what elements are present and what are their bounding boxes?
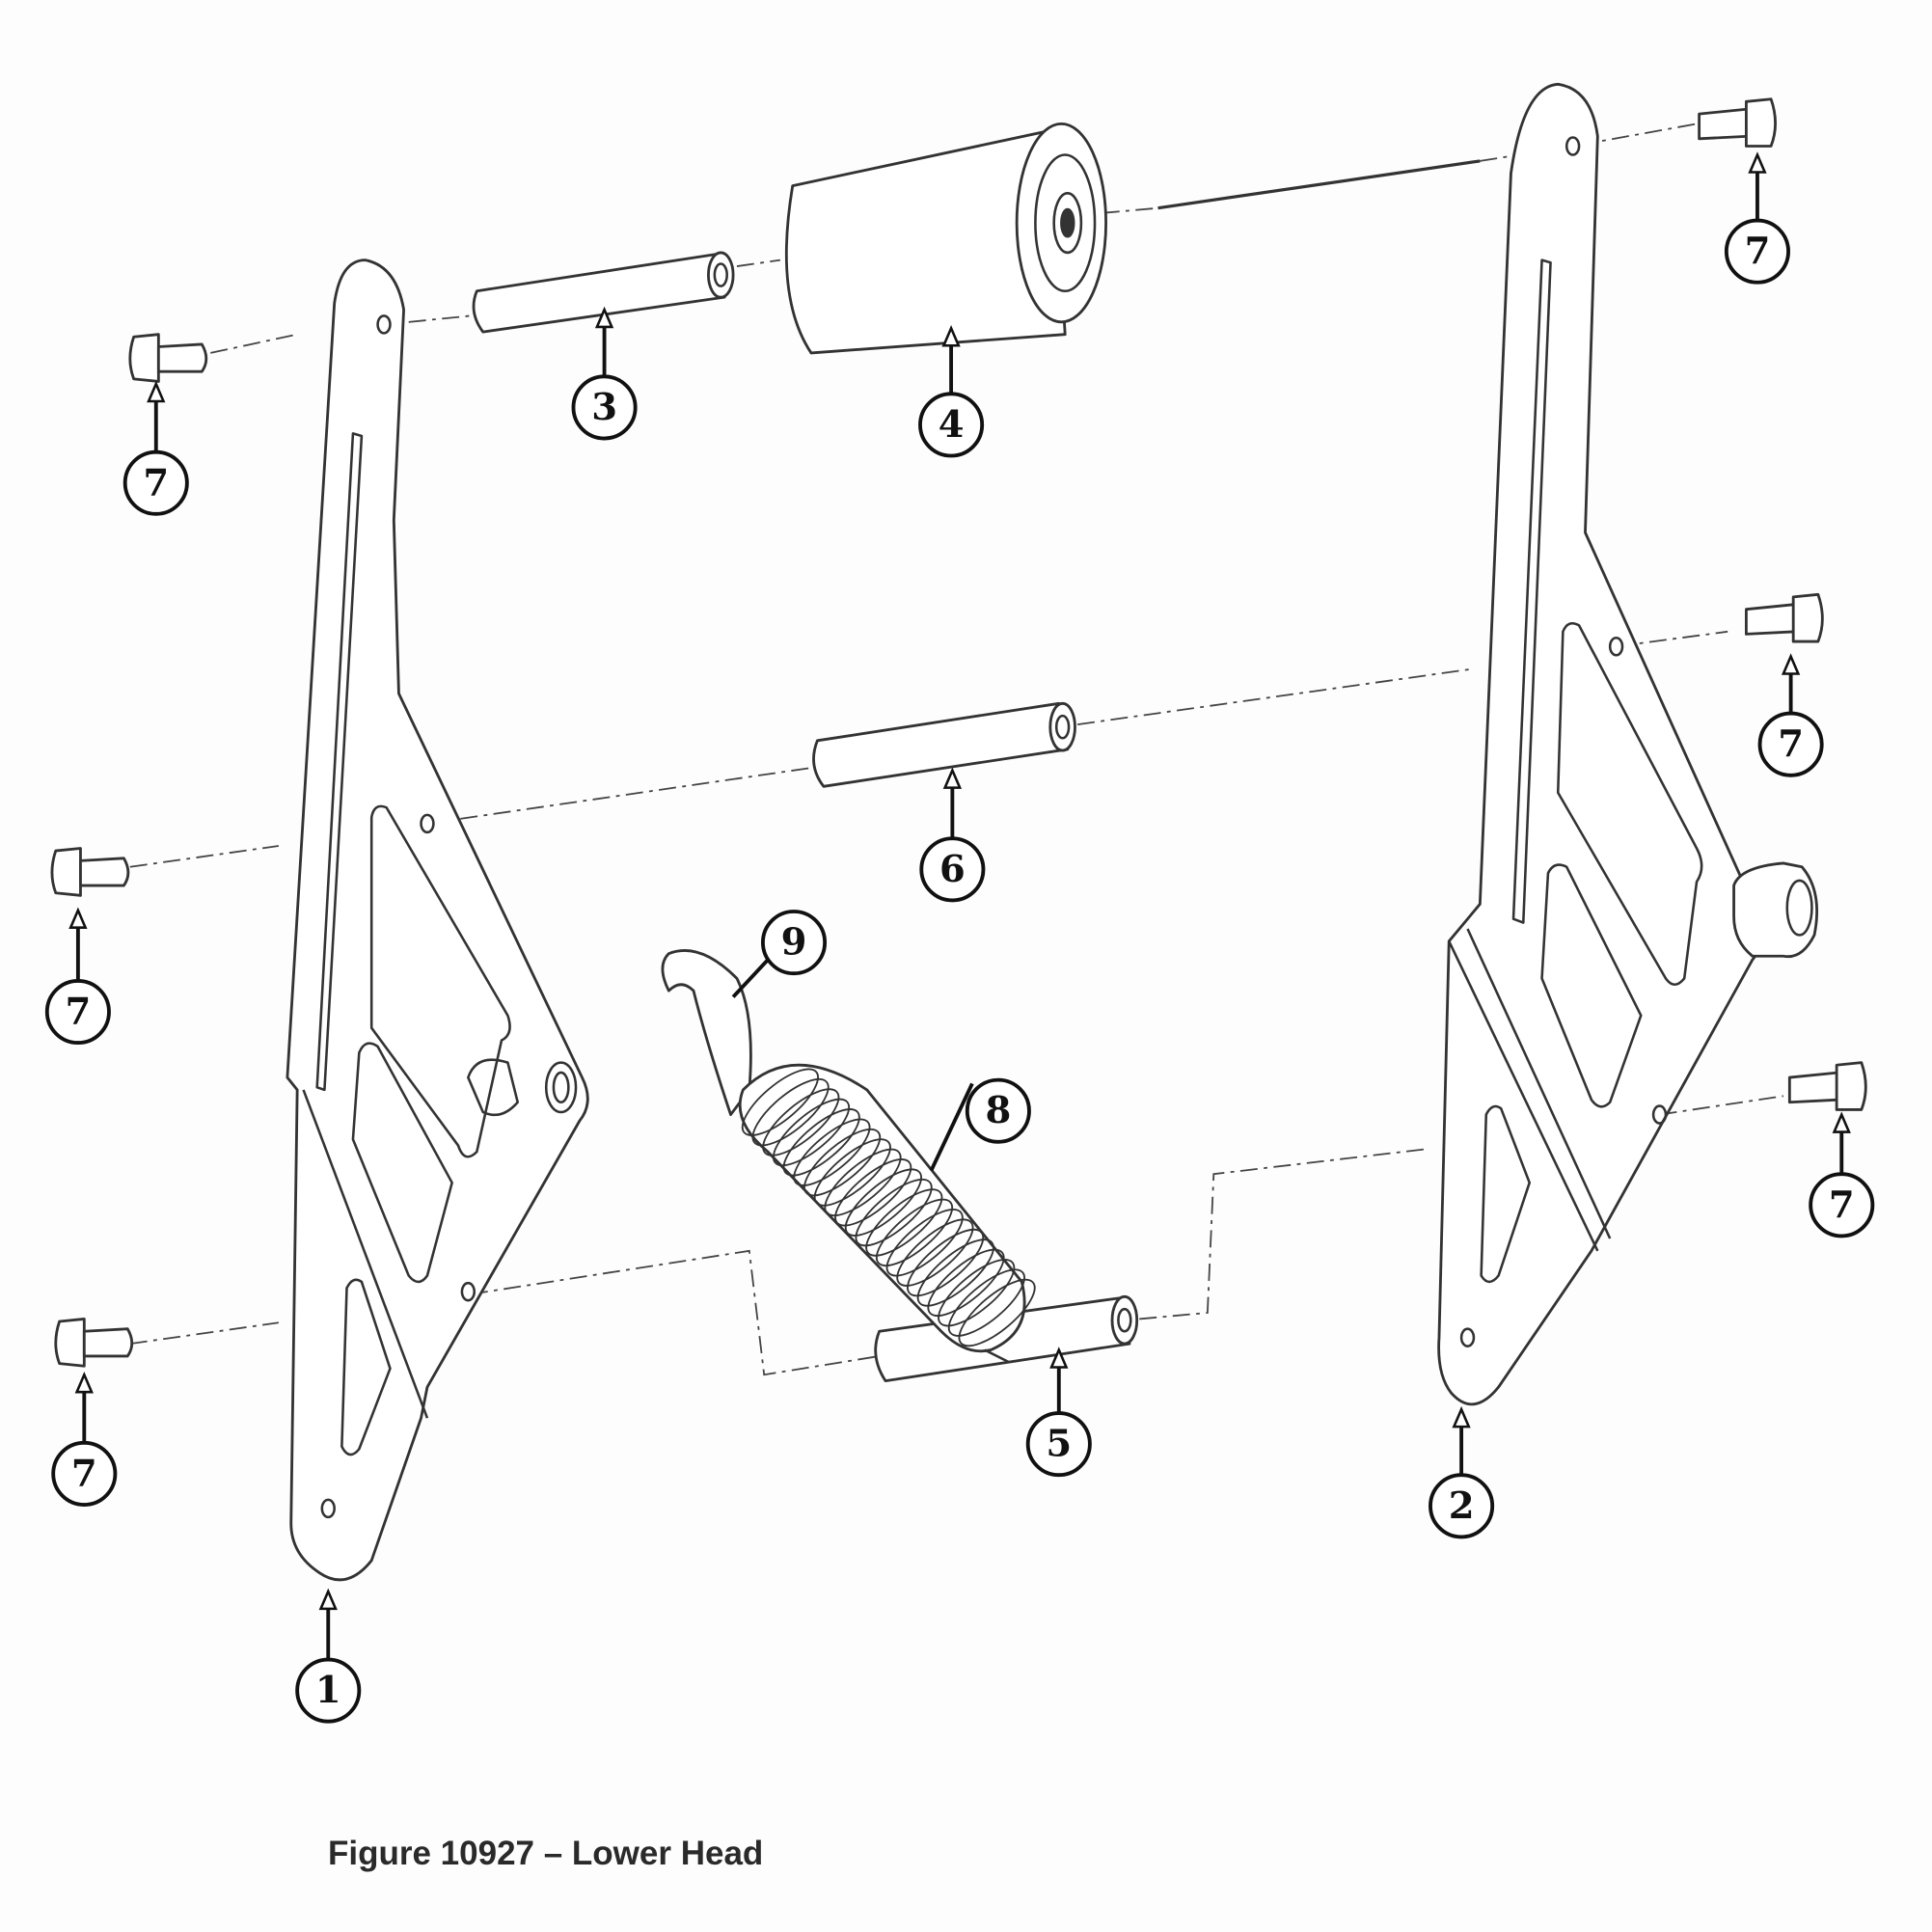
svg-text:2: 2 xyxy=(1449,1484,1475,1528)
callout-1: 1 xyxy=(295,1657,362,1724)
svg-text:1: 1 xyxy=(315,1669,341,1712)
svg-text:3: 3 xyxy=(591,386,617,429)
callout-7: 7 xyxy=(44,978,111,1046)
callout-6: 6 xyxy=(919,836,986,903)
spring-coil xyxy=(958,1278,1036,1347)
side-plate-left xyxy=(286,259,589,1582)
spring-coil xyxy=(907,1228,985,1297)
arrowhead-icon xyxy=(941,324,961,347)
bolt xyxy=(1744,592,1824,643)
spring-coil xyxy=(824,1148,902,1217)
svg-text:4: 4 xyxy=(939,403,965,447)
bolt xyxy=(1787,1061,1867,1111)
spring-coil xyxy=(927,1248,1005,1317)
spring-coil xyxy=(916,1238,994,1307)
spring-coil xyxy=(803,1128,882,1197)
spring-coil xyxy=(947,1268,1025,1337)
svg-text:7: 7 xyxy=(1829,1184,1855,1227)
bolt xyxy=(54,1318,134,1368)
spring-coil xyxy=(762,1088,840,1156)
arrowhead-icon xyxy=(1452,1405,1471,1429)
bolts xyxy=(50,97,1867,1368)
callout-2: 2 xyxy=(1429,1473,1495,1539)
svg-text:7: 7 xyxy=(65,991,91,1034)
arrowhead-icon xyxy=(68,907,88,929)
spring-coil xyxy=(741,1068,819,1136)
svg-text:6: 6 xyxy=(939,848,966,891)
spring-coil xyxy=(793,1118,871,1186)
spring-coil xyxy=(885,1209,964,1277)
shaft xyxy=(472,251,735,334)
svg-text:8: 8 xyxy=(985,1089,1011,1132)
spring-coil xyxy=(772,1098,851,1167)
spring-coil xyxy=(865,1188,943,1257)
spring-coil xyxy=(751,1077,830,1147)
spring-coil xyxy=(875,1198,954,1267)
arrowhead-icon xyxy=(1748,151,1767,174)
callout-9: 9 xyxy=(761,910,828,976)
leader-line xyxy=(731,958,770,998)
spring-coil xyxy=(844,1168,922,1237)
svg-text:7: 7 xyxy=(143,461,169,504)
callout-7: 7 xyxy=(122,449,189,516)
callout-4: 4 xyxy=(918,392,985,458)
callout-7: 7 xyxy=(51,1440,118,1507)
spring-coil xyxy=(834,1158,912,1227)
arrowhead-icon xyxy=(1049,1347,1069,1369)
spring-coil xyxy=(896,1218,974,1287)
callout-7: 7 xyxy=(1809,1172,1875,1238)
arrowhead-icon xyxy=(1832,1111,1851,1133)
spring xyxy=(661,949,1036,1364)
callout-3: 3 xyxy=(571,374,638,441)
leader-line xyxy=(929,1082,974,1172)
arrowhead-icon xyxy=(147,380,166,403)
callout-8: 8 xyxy=(965,1077,1031,1144)
bolt xyxy=(50,847,130,897)
leader-arrows xyxy=(68,151,1851,1660)
callout-7: 7 xyxy=(1724,218,1790,285)
spring-coil xyxy=(938,1259,1016,1327)
arrowhead-icon xyxy=(74,1371,94,1394)
spacer-middle xyxy=(812,701,1076,788)
spring-coil xyxy=(782,1108,860,1177)
spring-coil xyxy=(855,1178,933,1247)
arrowhead-icon xyxy=(318,1588,338,1611)
bolt xyxy=(1698,97,1777,148)
side-plate-right xyxy=(1437,82,1819,1406)
bolt xyxy=(128,333,208,383)
arrowhead-icon xyxy=(1781,653,1801,675)
spring-coil xyxy=(813,1138,891,1207)
callout-5: 5 xyxy=(1025,1411,1092,1478)
roller xyxy=(784,122,1108,355)
figure-caption: Figure 10927 – Lower Head xyxy=(328,1835,764,1872)
arrowhead-icon xyxy=(594,306,614,329)
callout-7: 7 xyxy=(1757,711,1824,777)
svg-text:7: 7 xyxy=(1745,230,1771,273)
arrowhead-icon xyxy=(942,767,963,789)
assembly-centerlines xyxy=(129,122,1784,1376)
svg-text:9: 9 xyxy=(781,921,807,965)
callouts: 1 2 3 4 5 6 8 9 7 7 7 7 7 7 xyxy=(44,218,1875,1724)
svg-text:7: 7 xyxy=(71,1452,97,1495)
svg-text:5: 5 xyxy=(1046,1423,1072,1466)
svg-text:7: 7 xyxy=(1778,722,1804,766)
